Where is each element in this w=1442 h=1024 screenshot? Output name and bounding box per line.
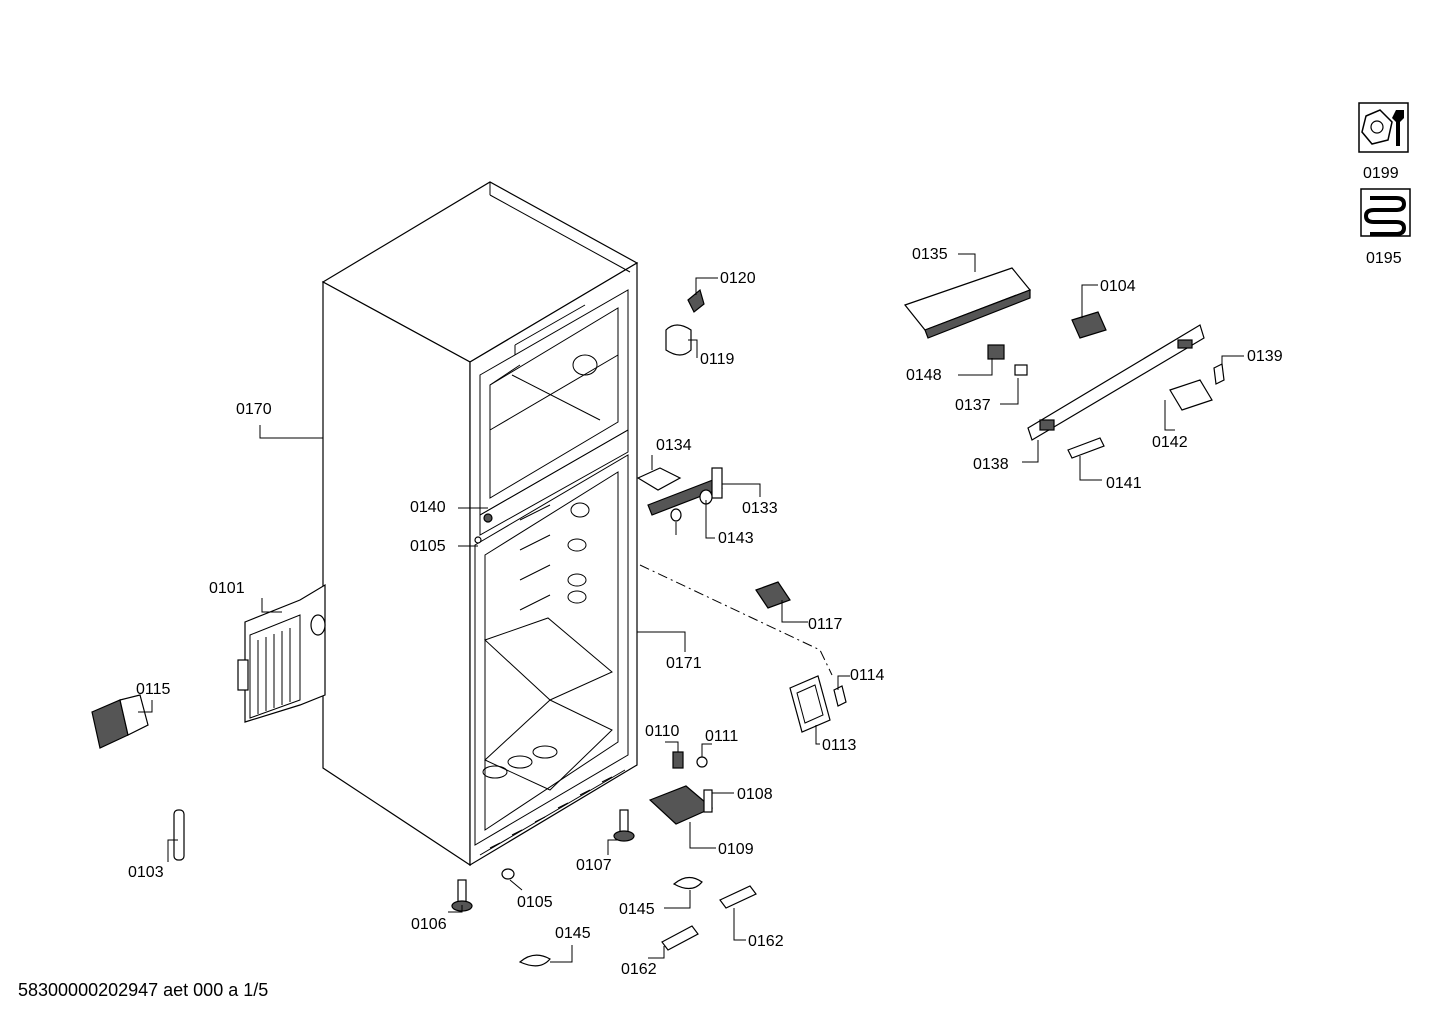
refrigerant-coil-icon [1363, 196, 1407, 236]
part-0145-cap-upper [672, 876, 703, 890]
part-0162-bracket-lower [661, 925, 699, 951]
part-0135-control-module [904, 267, 1031, 339]
part-0148-connector [987, 344, 1005, 360]
callout-0101: 0101 [209, 580, 245, 597]
callout-0111: 0111 [705, 728, 738, 745]
callout-0107: 0107 [576, 857, 612, 874]
callout-0162-upper: 0162 [748, 933, 784, 950]
callout-0105-upper: 0105 [410, 538, 446, 555]
callout-0139: 0139 [1247, 348, 1283, 365]
callout-0108: 0108 [737, 786, 773, 803]
part-0162-bracket-upper [719, 885, 757, 909]
part-0114-cover [833, 685, 847, 707]
callout-0162-lower: 0162 [621, 961, 657, 978]
callout-0145-lower: 0145 [555, 925, 591, 942]
callout-0138: 0138 [973, 456, 1009, 473]
part-0105-plug [501, 868, 515, 880]
compressor-bracket-0101 [237, 583, 326, 723]
part-0107-foot [613, 809, 635, 842]
callout-0119: 0119 [700, 351, 735, 368]
part-0111-nut [696, 756, 708, 768]
part-0141-label [1067, 437, 1105, 459]
callout-0133: 0133 [742, 500, 778, 517]
part-0133-hinge [647, 467, 723, 522]
callout-0135: 0135 [912, 246, 948, 263]
callout-0103: 0103 [128, 864, 164, 881]
part-0137-connector [1014, 364, 1028, 376]
symbol-0199-label: 0199 [1363, 165, 1399, 182]
callout-0110: 0110 [645, 723, 680, 740]
part-0140-screw [474, 513, 493, 544]
part-0115-relay [91, 694, 149, 749]
callout-0104: 0104 [1100, 278, 1136, 295]
callout-0114: 0114 [850, 667, 885, 684]
callout-0109: 0109 [718, 841, 754, 858]
part-0119-bracket [665, 324, 692, 356]
document-footer-id: 58300000202947 aet 000 a 1/5 [18, 980, 269, 1000]
callout-labels: 0170 0101 0115 0103 0120 0119 0134 0133 … [128, 246, 1283, 978]
refrigerator-cabinet [321, 181, 639, 867]
callout-0170: 0170 [236, 401, 272, 418]
part-0145-cap-lower [518, 954, 551, 967]
callout-0145-upper: 0145 [619, 901, 655, 918]
symbol-0195: 0195 [1360, 188, 1411, 267]
hex-nut-wrench-icon [1361, 109, 1404, 146]
callout-0115: 0115 [136, 681, 171, 698]
callout-0117: 0117 [808, 616, 843, 633]
part-0142-cover [1169, 379, 1213, 411]
callout-0106: 0106 [411, 916, 447, 933]
part-0104-sensor [1071, 311, 1107, 339]
part-0138-light-rail [1027, 324, 1205, 441]
part-0139-lamp [1213, 363, 1225, 385]
part-0134-hinge-cover [636, 467, 682, 491]
callout-0134: 0134 [656, 437, 692, 454]
callout-0120: 0120 [720, 270, 756, 287]
part-0117-switch [755, 581, 791, 609]
callout-0142: 0142 [1152, 434, 1188, 451]
callout-0143: 0143 [718, 530, 754, 547]
leader-lines [138, 253, 1244, 963]
part-0103-pin [173, 809, 185, 861]
callout-0113: 0113 [822, 737, 857, 754]
callout-0141: 0141 [1106, 475, 1142, 492]
part-0113-frame [789, 675, 831, 733]
callout-0137: 0137 [955, 397, 991, 414]
callout-0105-lower: 0105 [517, 894, 553, 911]
part-0110-clip [672, 751, 684, 769]
part-0108-hinge [648, 785, 714, 825]
callout-0171: 0171 [666, 655, 702, 672]
reference-dash-line [639, 564, 833, 676]
symbol-0195-label: 0195 [1366, 250, 1402, 267]
callout-0140: 0140 [410, 499, 446, 516]
symbol-0199: 0199 [1358, 102, 1409, 182]
callout-0148: 0148 [906, 367, 942, 384]
